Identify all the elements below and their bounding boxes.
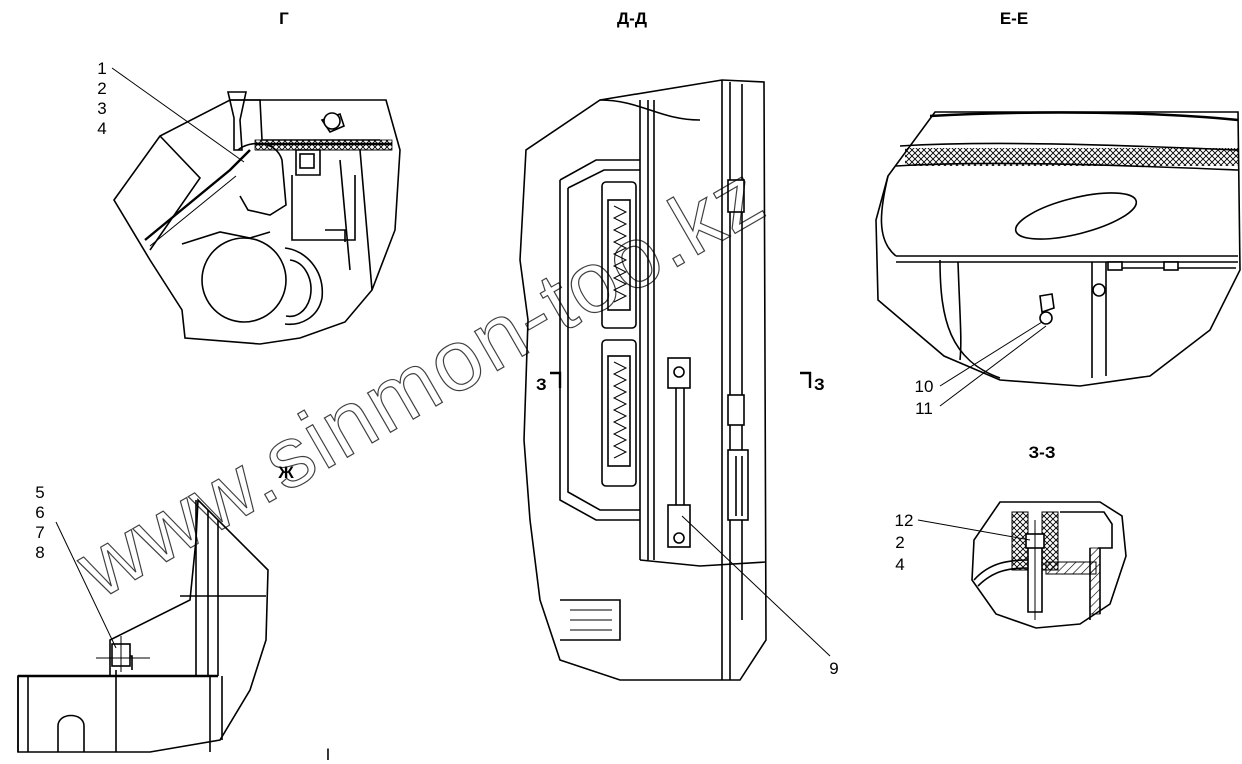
callout-10: 10 [915,377,934,396]
callout-8: 8 [35,543,44,562]
callout-4: 4 [97,119,106,138]
callout-12: 12 [895,511,914,530]
leader-5-8 [55,521,117,649]
view-title-ee: Е-Е [1000,9,1028,28]
section-mark-left: З [536,375,547,394]
view-dd-drawing [519,79,767,681]
leader-1-4 [111,67,245,163]
callout-4-zz: 4 [895,555,904,574]
footer-mark: I [326,745,331,764]
view-g-drawing [113,91,401,345]
callout-2-zz: 2 [895,533,904,552]
callout-9: 9 [829,659,838,678]
callout-1: 1 [97,59,106,78]
view-title-g: Г [279,9,289,28]
section-mark-right-line [800,371,812,388]
callout-2: 2 [97,79,106,98]
callout-11: 11 [915,399,933,418]
view-zh-drawing [17,498,269,753]
view-zz-drawing [971,501,1127,629]
section-mark-right: З [814,375,825,394]
callout-7: 7 [35,523,44,542]
view-ee-drawing [875,111,1241,387]
view-title-dd: Д-Д [617,9,647,28]
leader-9 [681,515,831,657]
leader-10-11 [939,321,1047,407]
section-mark-left-line [550,371,562,388]
callout-3: 3 [97,99,106,118]
callout-6: 6 [35,503,44,522]
view-title-zz: З-З [1029,443,1056,462]
callout-5: 5 [35,483,44,502]
leader-12 [917,519,1031,541]
view-title-zh: Ж [277,463,294,482]
